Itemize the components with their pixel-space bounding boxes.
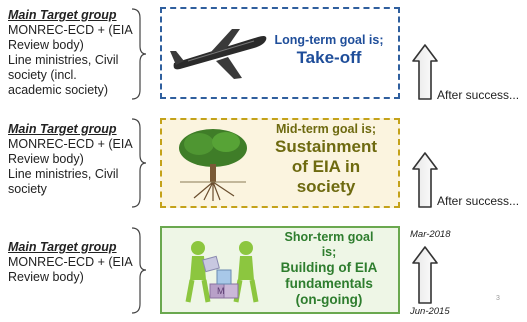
target-group-line: Review body) xyxy=(8,152,84,166)
target-group-line: MONREC-ECD + (EIA xyxy=(8,255,133,269)
brace-short xyxy=(131,227,147,314)
mid-term-goal-box: Mid-term goal is; Sustainment of EIA in … xyxy=(160,118,400,208)
target-group-long: Main Target group MONREC-ECD + (EIA Revi… xyxy=(8,8,143,98)
short-term-goal-box: M Shor-term goal is; Building of EIA fun… xyxy=(160,226,400,314)
airplane-icon xyxy=(170,29,267,79)
goal-title: Take-off xyxy=(296,48,362,67)
target-group-line: Line ministries, Civil xyxy=(8,53,119,67)
target-group-line: MONREC-ECD + (EIA xyxy=(8,137,133,151)
goal-title: Building of EIA xyxy=(280,260,378,275)
after-success-label: After success... xyxy=(437,194,520,208)
short-term-goal-text: Shor-term goal is; Building of EIA funda… xyxy=(260,230,398,308)
long-term-goal-text: Long-term goal is; Take-off xyxy=(260,33,398,67)
target-group-line: academic society) xyxy=(8,83,109,97)
after-success-label: After success... xyxy=(437,88,520,102)
goal-title: Sustainment xyxy=(274,137,378,156)
target-group-heading: Main Target group xyxy=(8,8,117,22)
mid-term-goal-text: Mid-term goal is; Sustainment of EIA in … xyxy=(254,122,398,197)
target-group-line: Line ministries, Civil xyxy=(8,167,119,181)
up-arrow-icon xyxy=(412,44,438,100)
target-group-short: Main Target group MONREC-ECD + (EIA Revi… xyxy=(8,240,143,285)
goal-label: Shor-term goal xyxy=(284,230,374,244)
goal-title: fundamentals xyxy=(285,276,373,291)
target-group-line: Review body) xyxy=(8,38,84,52)
brace-mid xyxy=(131,118,147,208)
target-group-line: MONREC-ECD + (EIA xyxy=(8,23,133,37)
up-arrow-icon xyxy=(412,246,438,304)
goal-title: (on-going) xyxy=(295,292,363,307)
target-group-heading: Main Target group xyxy=(8,240,117,254)
brace-long xyxy=(131,8,147,100)
target-group-line: society (incl. xyxy=(8,68,77,82)
target-group-heading: Main Target group xyxy=(8,122,117,136)
tree-icon xyxy=(179,129,247,201)
building-blocks-icon: M xyxy=(185,241,259,303)
target-group-mid: Main Target group MONREC-ECD + (EIA Revi… xyxy=(8,122,143,197)
svg-text:M: M xyxy=(217,286,225,296)
page-number: 3 xyxy=(496,295,500,302)
up-arrow-icon xyxy=(412,152,438,208)
date-end-label: Mar-2018 xyxy=(410,229,451,240)
goal-title: of EIA in xyxy=(291,157,361,176)
target-group-line: society xyxy=(8,182,47,196)
goal-label: is; xyxy=(321,245,337,259)
goal-label: Mid-term goal is; xyxy=(275,122,376,136)
date-start-label: Jun-2015 xyxy=(410,306,450,317)
goal-title: society xyxy=(296,177,356,196)
long-term-goal-box: Long-term goal is; Take-off xyxy=(160,7,400,99)
target-group-line: Review body) xyxy=(8,270,84,284)
goal-label: Long-term goal is; xyxy=(274,33,384,47)
